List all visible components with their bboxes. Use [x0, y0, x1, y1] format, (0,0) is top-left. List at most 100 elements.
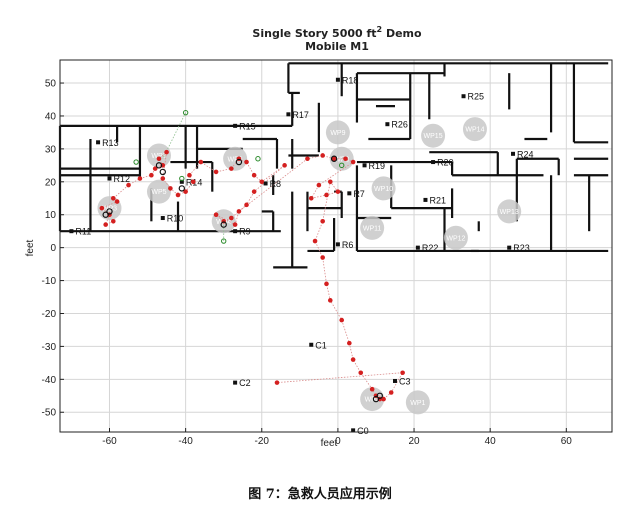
- room-marker: [431, 160, 436, 165]
- x-tick-label: -40: [178, 436, 193, 447]
- y-tick-label: -50: [42, 408, 57, 419]
- waypoint-label: WP8: [334, 156, 349, 163]
- y-axis-label: feet: [25, 239, 36, 256]
- room-marker: [96, 140, 101, 145]
- data-point-red: [350, 357, 356, 362]
- room-marker: [393, 378, 398, 383]
- room-marker: [233, 380, 238, 385]
- room-marker: [263, 181, 268, 186]
- x-axis-label: feet: [321, 438, 338, 449]
- data-point-red: [327, 179, 333, 185]
- room-marker: [233, 229, 238, 234]
- waypoint-marker: [360, 215, 385, 240]
- data-point-red: [110, 219, 116, 224]
- room-marker: [415, 245, 420, 250]
- room-label: R18: [342, 75, 359, 85]
- room-label: R22: [422, 243, 439, 253]
- data-point-red: [198, 159, 204, 165]
- room-marker: [160, 216, 165, 221]
- data-point-red: [164, 149, 169, 155]
- waypoint-label: WP14: [465, 127, 484, 134]
- y-tick-label: 30: [45, 144, 57, 155]
- data-point-red: [213, 212, 219, 218]
- room-marker: [69, 229, 74, 234]
- data-point-red: [168, 186, 173, 191]
- y-tick-label: 10: [45, 210, 57, 221]
- room-label: R25: [468, 92, 485, 102]
- room-marker: [286, 112, 291, 117]
- data-point-red: [308, 195, 314, 201]
- data-point-red: [282, 163, 287, 168]
- room-marker: [423, 197, 428, 202]
- data-point-red: [190, 179, 196, 185]
- y-tick-label: 0: [50, 243, 56, 254]
- room-label: R19: [369, 161, 386, 171]
- data-point-red: [350, 159, 356, 165]
- y-tick-label: -40: [42, 375, 57, 386]
- data-point-red: [381, 396, 386, 402]
- data-point-dark: [159, 168, 166, 176]
- waypoint-label: WP11: [363, 225, 382, 232]
- room-labels: R18R17R15R13R12R14R8R10R9R11R7R6R19R20R2…: [69, 75, 534, 436]
- waypoints: WP9WP8WP15WP14WP10WP11WP12WP13WP7WP6WP5W…: [97, 117, 522, 415]
- data-point-red: [175, 192, 181, 198]
- data-point-red: [327, 298, 333, 303]
- room-marker: [507, 245, 512, 250]
- data-point-red: [316, 182, 322, 188]
- waypoint-label: WP5: [151, 189, 166, 196]
- data-point-dark: [220, 221, 227, 228]
- room-label: C0: [357, 426, 369, 436]
- waypoint-label: WP12: [446, 235, 465, 242]
- waypoint-marker: [146, 179, 171, 204]
- data-point-red: [229, 166, 234, 171]
- room-marker: [385, 122, 390, 127]
- room-marker: [347, 191, 352, 196]
- floorplan-chart: Single Story 5000 ft2 Demo Mobile M1 WP9…: [25, 25, 613, 449]
- room-label: R21: [429, 195, 446, 205]
- waypoint-marker: [405, 390, 430, 415]
- data-point-green: [255, 156, 261, 162]
- data-point-dark: [106, 208, 113, 215]
- data-point-green: [220, 238, 227, 244]
- room-label: R9: [239, 227, 251, 237]
- room-marker: [179, 179, 184, 184]
- data-point-red: [324, 192, 329, 198]
- data-point-dark: [372, 395, 380, 403]
- room-label: R12: [113, 174, 130, 184]
- y-tick-label: 50: [45, 79, 57, 90]
- data-point-red: [137, 176, 143, 181]
- data-point-dark: [235, 158, 243, 166]
- data-point-red: [126, 182, 131, 188]
- room-marker: [511, 151, 516, 156]
- room-label: R13: [102, 138, 119, 148]
- data-point-red: [251, 189, 257, 194]
- room-label: R7: [353, 189, 365, 199]
- room-label: R10: [167, 214, 184, 224]
- room-marker: [107, 176, 112, 181]
- room-label: R23: [513, 243, 530, 253]
- waypoint-label: WP2: [365, 397, 380, 404]
- room-label: C1: [315, 340, 327, 350]
- data-point-red: [312, 238, 318, 244]
- data-point-red: [331, 156, 337, 162]
- room-label: R20: [437, 158, 454, 168]
- room-label: R26: [391, 120, 408, 130]
- room-label: C2: [239, 378, 251, 388]
- data-point-red: [229, 215, 234, 221]
- data-point-green: [179, 175, 185, 182]
- waypoint-label: WP1: [410, 400, 425, 407]
- data-point-red: [274, 380, 280, 385]
- waypoint-label: WP15: [424, 133, 443, 140]
- waypoint-marker: [497, 199, 522, 224]
- data-point-red: [324, 281, 329, 287]
- data-point-green: [339, 162, 345, 169]
- room-marker: [335, 242, 340, 247]
- data-point-red: [320, 255, 325, 260]
- room-label: R24: [517, 149, 534, 159]
- data-point-dark: [376, 392, 383, 399]
- data-point-red: [244, 159, 249, 165]
- room-marker: [335, 77, 340, 82]
- waypoint-label: WP9: [330, 130, 345, 137]
- room-label: R11: [75, 227, 91, 237]
- data-point-red: [149, 172, 154, 178]
